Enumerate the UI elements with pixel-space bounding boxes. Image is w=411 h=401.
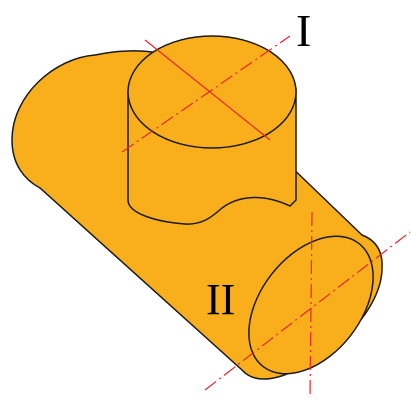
section-ii-axes [204,211,411,397]
section-i-axes [121,35,291,153]
label-section-ii: II [206,275,235,324]
end-cap-face [248,235,374,375]
branch-top-face [127,35,297,149]
label-section-i: I [296,5,311,56]
